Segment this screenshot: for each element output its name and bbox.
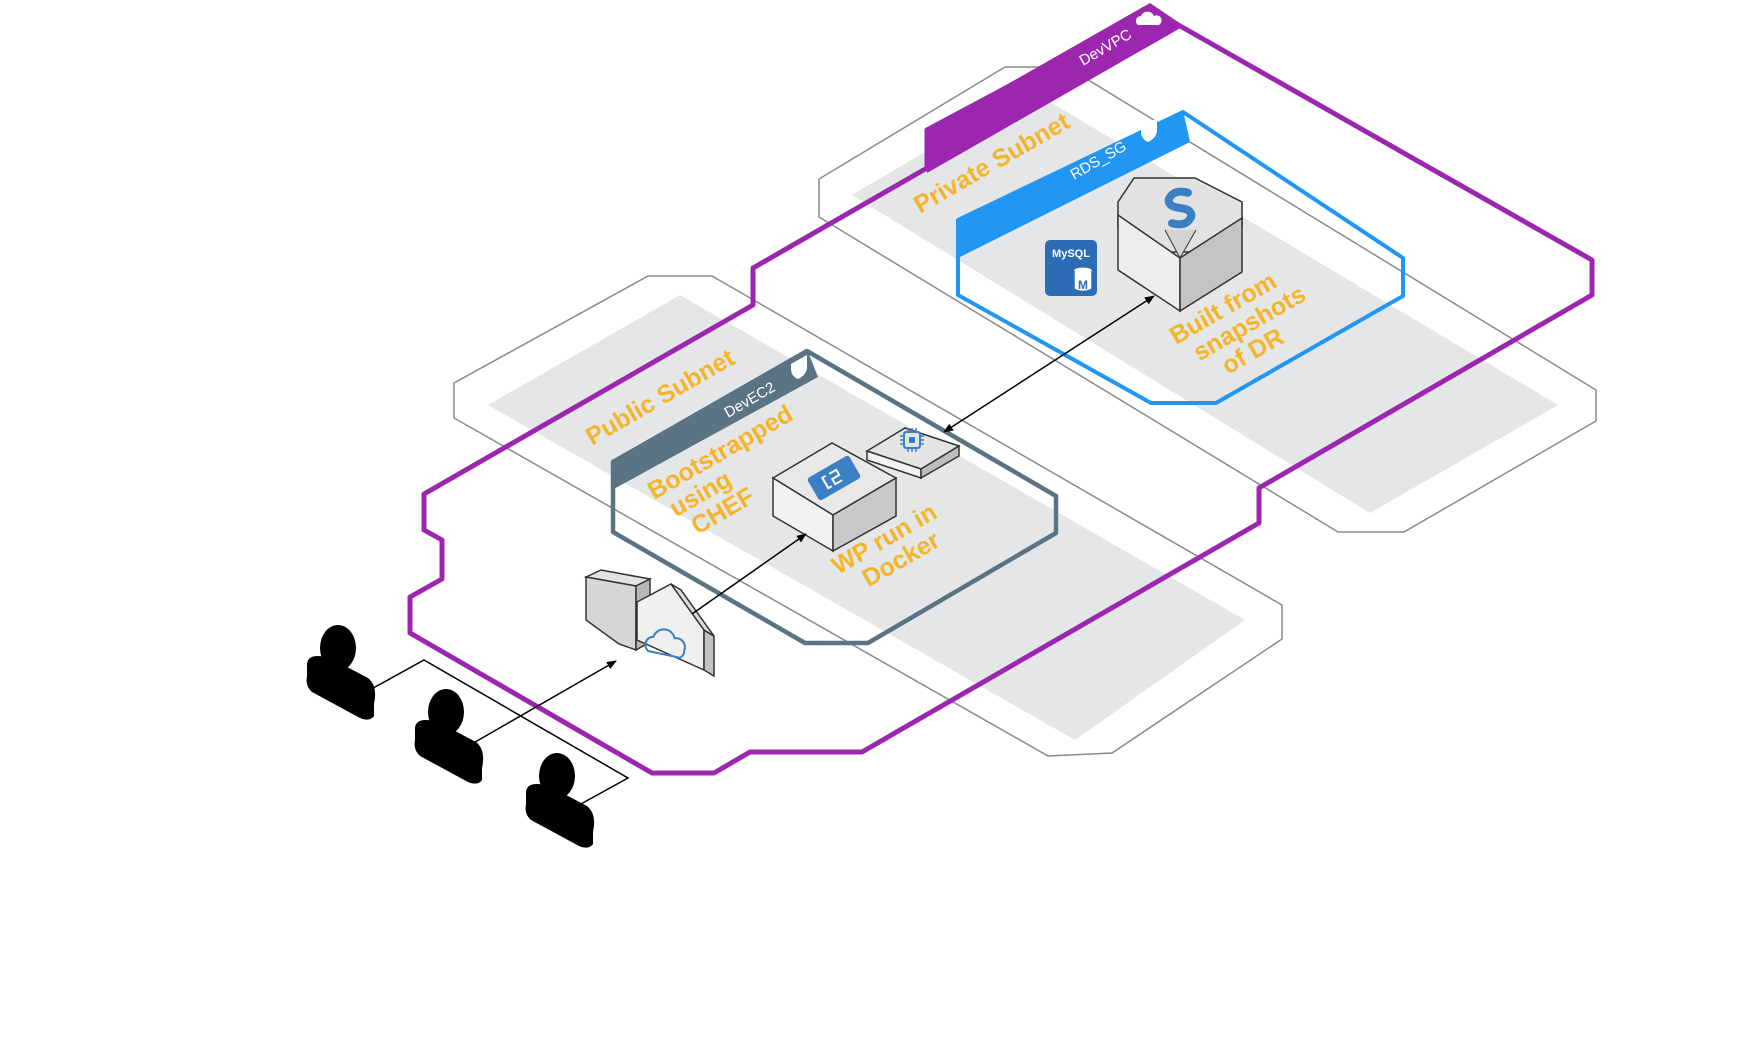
container-icon (807, 455, 861, 501)
mysql-sub-badge: M (1078, 278, 1088, 292)
rds-security-group: RDS_SG (956, 110, 1405, 405)
mysql-badge: MySQL (1052, 248, 1090, 260)
chip-node[interactable] (865, 427, 961, 480)
vpc-boundary (407, 7, 1595, 776)
users-to-gateway-arrow (469, 660, 617, 746)
gateway-front-top (670, 583, 715, 637)
container-right (832, 476, 897, 553)
chip-icon (900, 428, 924, 452)
internet-gateway[interactable] (583, 569, 715, 678)
user-icon[interactable] (306, 625, 376, 720)
chip-side (920, 444, 960, 480)
vpc: DevVPC (407, 3, 1595, 776)
gateway-front-face (636, 583, 705, 672)
gateway-to-container-arrow (691, 533, 807, 615)
users (306, 625, 630, 848)
gateway-front-side (703, 628, 715, 678)
rds-chevron (1164, 229, 1197, 260)
rds-right (1179, 216, 1243, 313)
rds-sg-boundary (956, 110, 1405, 405)
vpc-tab (927, 3, 1184, 173)
connections (469, 295, 1155, 746)
public-subnet-outline (453, 275, 1283, 757)
internet-gateway-cloud-icon (644, 628, 686, 659)
ec2-group-tab (612, 349, 818, 490)
shield-icon (791, 355, 807, 379)
cloud-icon (1136, 11, 1162, 25)
chip-to-rds-arrow (943, 295, 1155, 433)
shield-icon (1141, 118, 1157, 142)
user-icon[interactable] (414, 689, 484, 784)
mysql-icon: MySQL M (1045, 240, 1097, 296)
private-subnet-outline (818, 66, 1597, 533)
rds-icon (1164, 187, 1196, 229)
mysql-database[interactable]: MySQL M (1045, 240, 1097, 296)
ec2-group-boundary (610, 348, 1059, 646)
user-icon[interactable] (525, 753, 595, 848)
rds-sg-tab (958, 110, 1190, 258)
user-group-bracket (365, 659, 630, 811)
gateway-back-front (585, 576, 637, 652)
